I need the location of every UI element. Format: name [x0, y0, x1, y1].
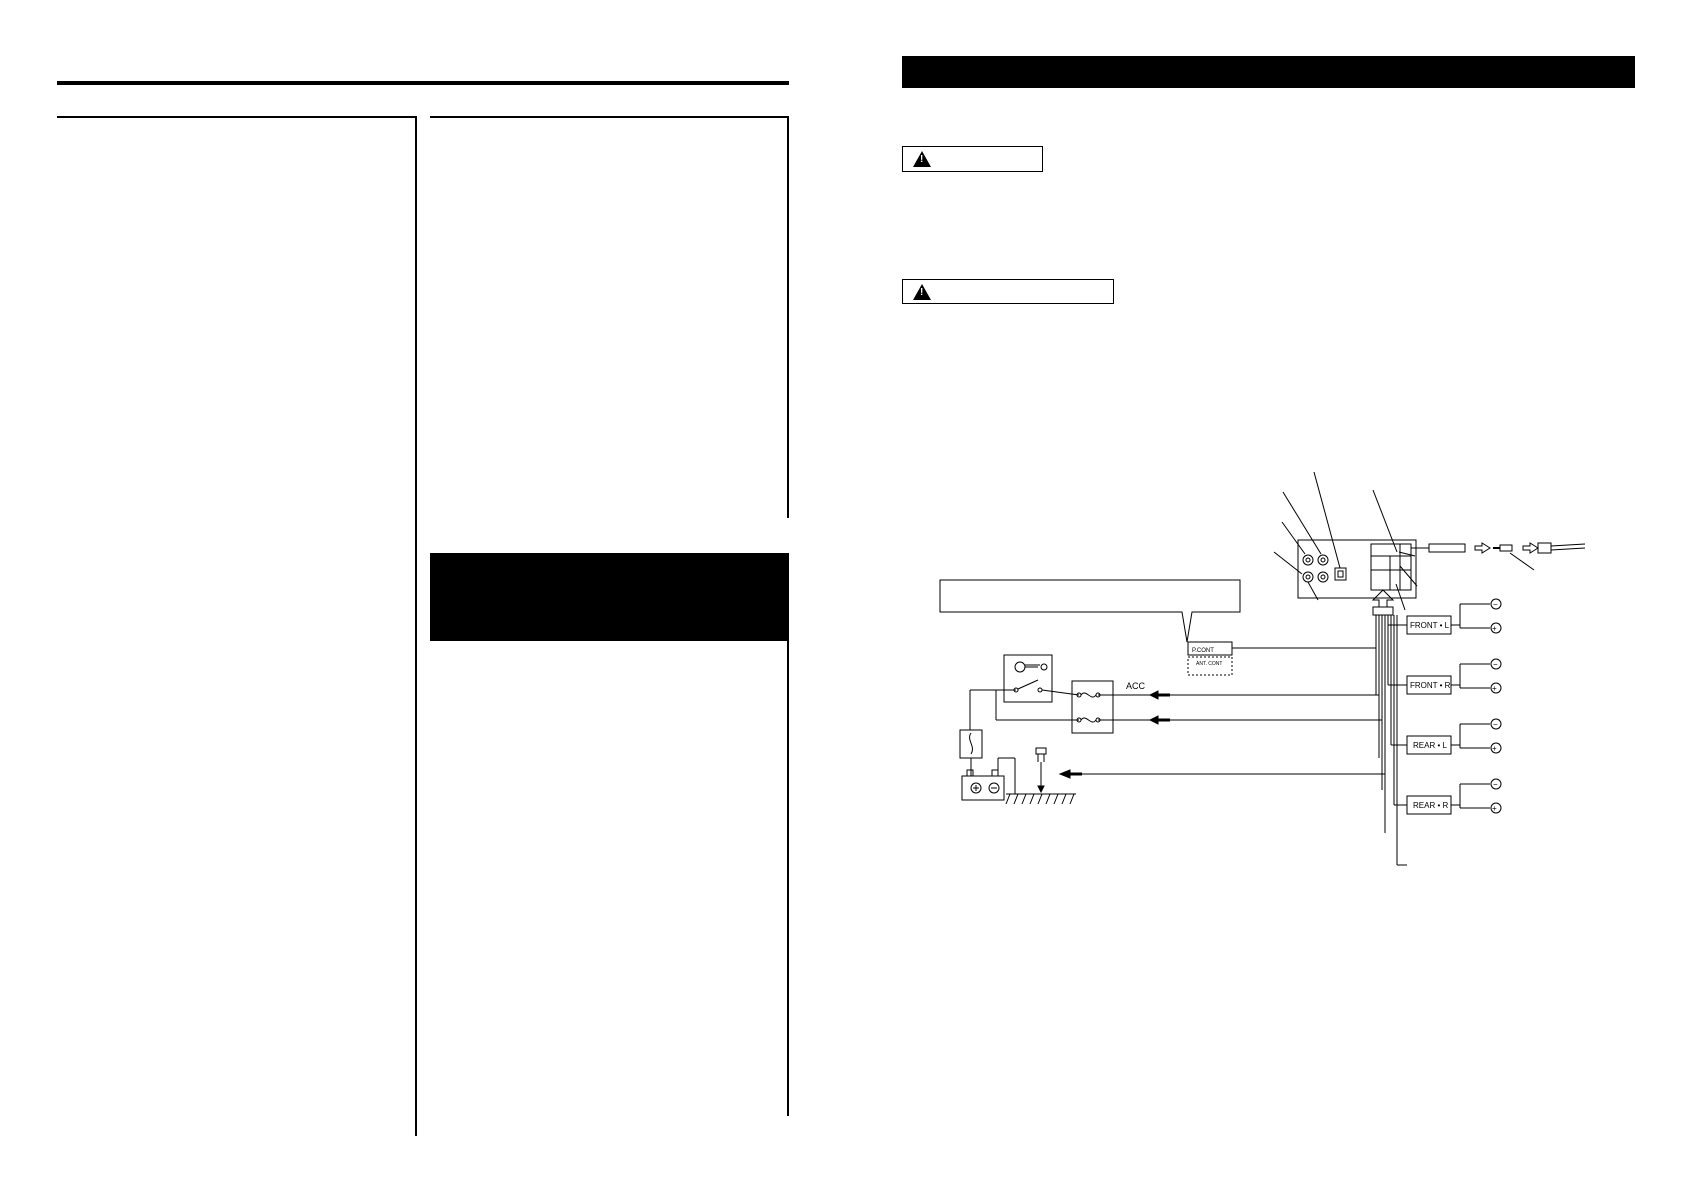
speaker-label-rear-r: REAR • R [1413, 801, 1448, 810]
head-unit-back-panel [1297, 539, 1417, 599]
warning-icon [913, 284, 931, 300]
speaker-neg-front-l: − [1493, 600, 1498, 609]
ground-screw-icon [1035, 747, 1047, 755]
rca-jack [1317, 571, 1329, 583]
speaker-pos-rear-l: + [1492, 744, 1497, 753]
right-column-divider-lower [787, 641, 789, 1116]
antenna-plug [1499, 544, 1513, 552]
right-column-divider-upper [787, 116, 789, 518]
antenna-adaptor [1428, 543, 1466, 553]
connector-block [1370, 543, 1412, 591]
ant-cont-label-box [1187, 656, 1233, 676]
ignition-switch [1003, 654, 1053, 703]
fuse-box [1071, 680, 1114, 734]
left-page-top-rule [57, 81, 789, 85]
rca-jack [1317, 554, 1329, 566]
speaker-label-front-l: FRONT • L [1410, 621, 1450, 630]
callout-bubble [939, 579, 1241, 643]
left-column-divider [415, 116, 417, 1136]
speaker-pos-front-l: + [1492, 624, 1497, 633]
antenna-cable-plug [1537, 542, 1552, 554]
speaker-label-rear-l: REAR • L [1413, 741, 1447, 750]
section-heading-block [430, 553, 789, 641]
speaker-label-front-r: FRONT • R [1410, 681, 1451, 690]
warning-box-2 [902, 279, 1114, 304]
rca-jack [1302, 554, 1314, 566]
speaker-neg-rear-r: − [1493, 780, 1498, 789]
remote-jack [1334, 567, 1347, 581]
left-column-top-rule [57, 116, 415, 118]
speaker-pos-front-r: + [1492, 684, 1497, 693]
right-column-top-rule [430, 116, 789, 118]
battery [961, 775, 1005, 801]
speaker-pos-rear-r: + [1492, 804, 1497, 813]
acc-label: ACC [1126, 681, 1146, 691]
rca-jack [1302, 571, 1314, 583]
speaker-neg-front-r: − [1493, 660, 1498, 669]
speaker-neg-rear-l: − [1493, 720, 1498, 729]
p-cont-label: P.CONT [1192, 648, 1214, 654]
warning-icon [913, 151, 931, 167]
wiring-diagram: ACC P.CONT ANT. CONT FRONT • L FRONT • R… [939, 471, 1586, 866]
harness-plug-arrow [1371, 589, 1395, 608]
page-title-bar [902, 56, 1635, 88]
ant-cont-label: ANT. CONT [1196, 661, 1222, 667]
harness-plug [1372, 606, 1394, 616]
warning-box-1 [902, 146, 1043, 172]
